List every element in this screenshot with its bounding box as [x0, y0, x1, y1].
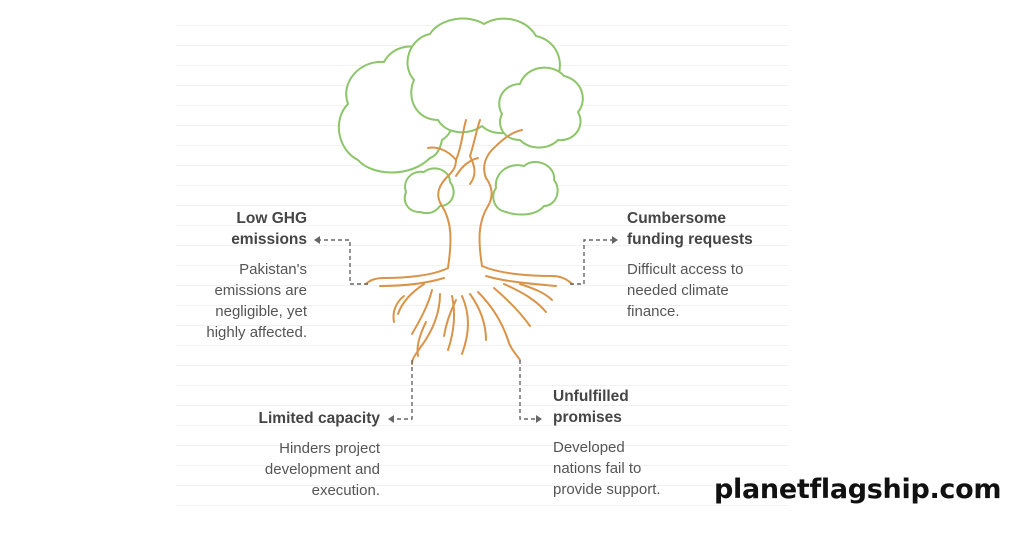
- foliage-small-right: [492, 161, 559, 216]
- node-description: Developed nations fail to provide suppor…: [553, 439, 661, 498]
- node-title: Limited capacity: [258, 410, 380, 427]
- foliage-small-left: [403, 167, 455, 215]
- node-description: Pakistan's emissions are negligible, yet…: [206, 261, 307, 341]
- node-limited-capacity: Limited capacity Hinders project develop…: [220, 408, 380, 501]
- node-unfulfilled-promises: Unfulfilled promises Developed nations f…: [553, 386, 703, 500]
- connectors: [318, 239, 612, 420]
- arrow-right-icon: [536, 415, 542, 423]
- connector-unfulfilled: [519, 360, 538, 420]
- watermark-text: planetflagship.com: [714, 474, 1002, 505]
- arrow-left-icon: [314, 236, 320, 244]
- connector-cumbersome: [570, 239, 612, 285]
- tree-roots: [365, 265, 573, 365]
- node-title: Cumbersome funding requests: [627, 210, 753, 248]
- arrow-right-icon: [612, 236, 618, 244]
- tree-trunk: [427, 119, 523, 269]
- foliage-right-cloud: [498, 66, 584, 149]
- connector-low-ghg: [318, 239, 368, 285]
- node-title: Unfulfilled promises: [553, 388, 629, 426]
- node-title: Low GHG emissions: [231, 210, 307, 248]
- connector-limited: [392, 360, 413, 420]
- node-description: Difficult access to needed climate finan…: [627, 261, 744, 320]
- node-cumbersome-funding: Cumbersome funding requests Difficult ac…: [627, 208, 797, 322]
- connector-arrowheads: [314, 236, 618, 423]
- tree-foliage: [338, 17, 584, 216]
- arrow-left-icon: [388, 415, 394, 423]
- node-description: Hinders project development and executio…: [264, 440, 380, 499]
- node-low-ghg: Low GHG emissions Pakistan's emissions a…: [147, 208, 307, 343]
